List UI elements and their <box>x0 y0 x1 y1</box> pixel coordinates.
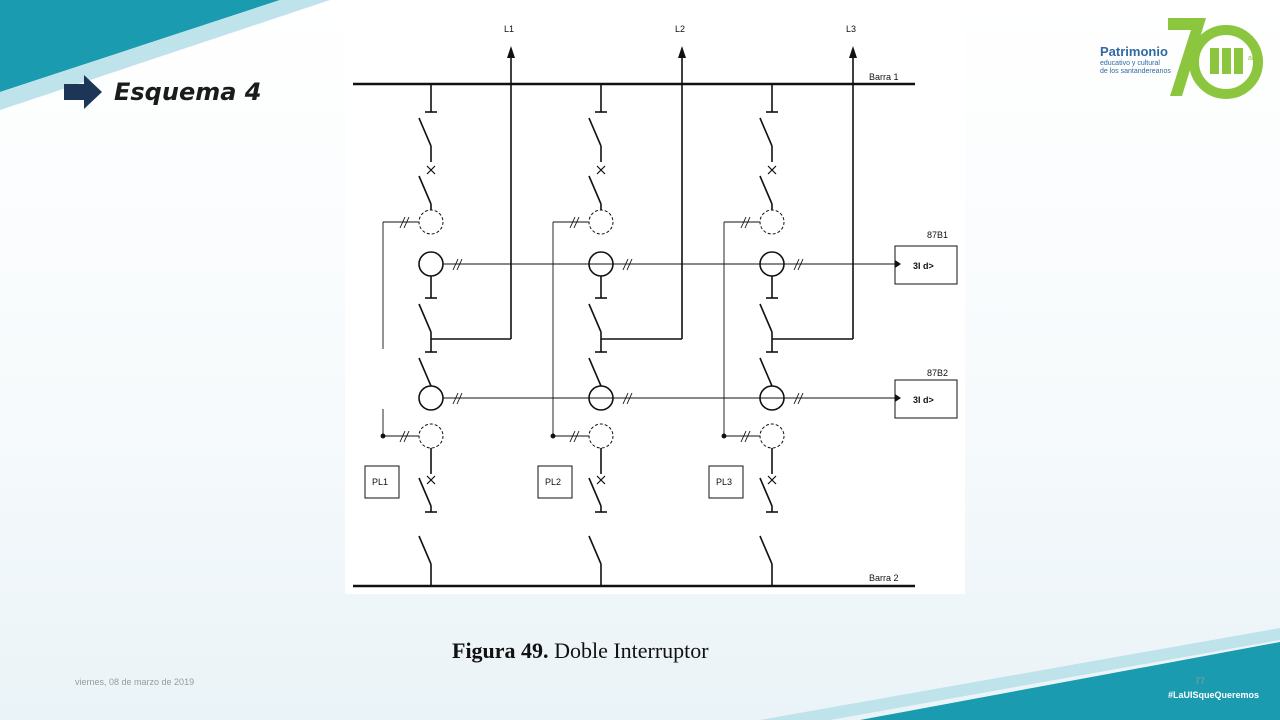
top-left-light-band <box>0 0 330 110</box>
logo-line3: de los santandereanos <box>1100 68 1171 75</box>
slide-title: Esquema 4 <box>64 74 261 110</box>
pl1-box <box>364 465 400 499</box>
logo-line2: educativo y cultural <box>1100 60 1160 67</box>
logo-line1: Patrimonio <box>1100 44 1168 59</box>
feeder-line-outputs <box>431 46 857 340</box>
protection-wiring <box>380 216 901 443</box>
relay-87b1-label: 87B1 <box>927 230 948 240</box>
logo-years: años <box>1248 55 1264 62</box>
line-label-l3: L3 <box>846 24 856 34</box>
bottom-right-teal-band <box>860 642 1280 720</box>
logo-subtitle: educativo y cultural de los santanderean… <box>1100 60 1180 76</box>
footer-date: viernes, 08 de marzo de 2019 <box>75 677 195 687</box>
relay-87b1-box <box>894 245 958 285</box>
pl2-box <box>537 465 573 499</box>
figure-caption: Figura 49. Doble Interruptor <box>452 638 709 664</box>
bus-1-label: Barra 1 <box>869 72 899 82</box>
arrow-right-icon <box>64 75 102 109</box>
pl1-label: PL1 <box>372 477 388 487</box>
bay-3 <box>759 84 785 586</box>
bottom-right-light-band <box>760 628 1280 720</box>
line-label-l1: L1 <box>504 24 514 34</box>
single-line-diagram: Barra 1 Barra 2 L1 L2 L3 <box>353 24 958 588</box>
uis-logo: Patrimonio educativo y cultural de los s… <box>1098 14 1268 104</box>
relay-87b1-text: 3I d> <box>913 261 934 271</box>
double-breaker-diagram: Barra 1 Barra 2 L1 L2 L3 <box>345 14 965 594</box>
pl3-label: PL3 <box>716 477 732 487</box>
pl3-box <box>708 465 744 499</box>
page-number: 77 <box>1195 676 1206 686</box>
line-label-l2: L2 <box>675 24 685 34</box>
anniversary-emblem-icon: años <box>1168 18 1264 99</box>
relay-87b2-label: 87B2 <box>927 368 948 378</box>
relay-87b2-box <box>894 379 958 419</box>
footer-hashtag: #LaUISqueQueremos <box>1168 690 1260 700</box>
relay-87b2-text: 3I d> <box>913 395 934 405</box>
title-text: Esquema 4 <box>114 78 262 106</box>
bay-2 <box>588 84 614 586</box>
bay-1 <box>418 84 444 586</box>
caption-number: Figura 49. <box>452 638 549 663</box>
bus-2-label: Barra 2 <box>869 573 899 583</box>
caption-text: Doble Interruptor <box>548 638 709 663</box>
pl2-label: PL2 <box>545 477 561 487</box>
